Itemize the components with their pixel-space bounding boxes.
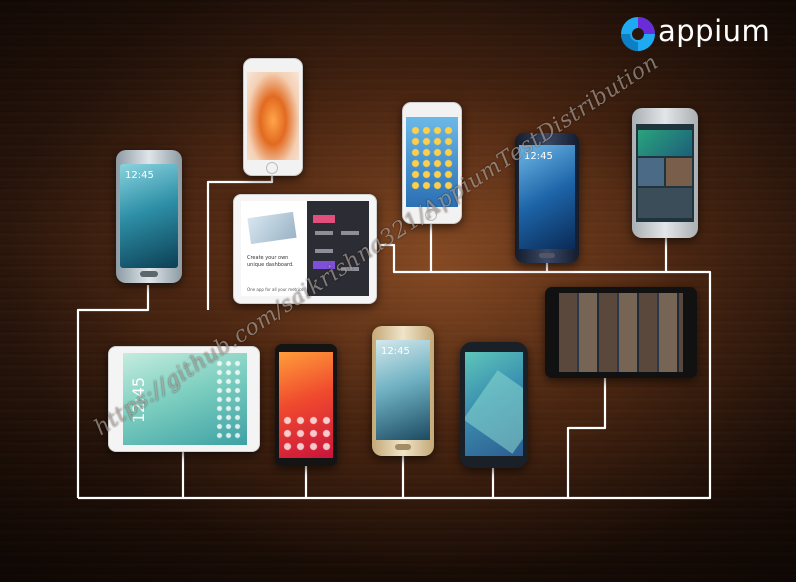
home-button (266, 162, 278, 174)
clock-text: 12:45 (524, 151, 553, 162)
device-screen (406, 117, 458, 207)
device-screen (279, 352, 333, 458)
ipad-illustration (247, 211, 297, 245)
clock-text: 12:45 (125, 170, 154, 181)
device-screen (636, 124, 694, 222)
device-screen: 12:45 (123, 353, 247, 445)
clock-text: 12:45 (381, 346, 410, 357)
device-htc-one (632, 108, 698, 238)
device-screen: Create your own unique dashboard. One ap… (241, 201, 369, 296)
home-button (140, 271, 158, 277)
device-screen: 12:45 (376, 340, 430, 440)
home-button (425, 209, 437, 221)
device-iphone-6 (402, 102, 462, 224)
home-button (539, 253, 555, 258)
device-screen: 12:45 (120, 164, 178, 268)
device-iphone-6s (243, 58, 303, 176)
device-galaxy-s6: 12:45 (372, 326, 434, 456)
device-nexus-7 (545, 287, 697, 378)
device-ipad: Create your own unique dashboard. One ap… (233, 194, 377, 304)
ipad-headline: Create your own unique dashboard. (247, 255, 294, 268)
device-screen (559, 293, 683, 372)
appium-logo: appium (620, 14, 780, 56)
device-galaxy-s6-edge-plus: 12:45 (515, 133, 579, 263)
device-screen: 12:45 (519, 145, 575, 249)
device-nexus-6 (460, 342, 528, 468)
device-screen (247, 72, 299, 160)
home-button (395, 444, 411, 450)
appium-wordmark: appium (658, 14, 771, 48)
appium-logo-icon (621, 17, 655, 51)
device-galaxy-tab-s2: 12:45 (108, 346, 260, 452)
dashboard-panel (307, 201, 369, 296)
ipad-footer: One app for all your metrics (247, 287, 304, 292)
device-screen (465, 352, 523, 456)
device-nexus-5 (275, 344, 337, 466)
device-galaxy-s6-edge: 12:45 (116, 150, 182, 283)
